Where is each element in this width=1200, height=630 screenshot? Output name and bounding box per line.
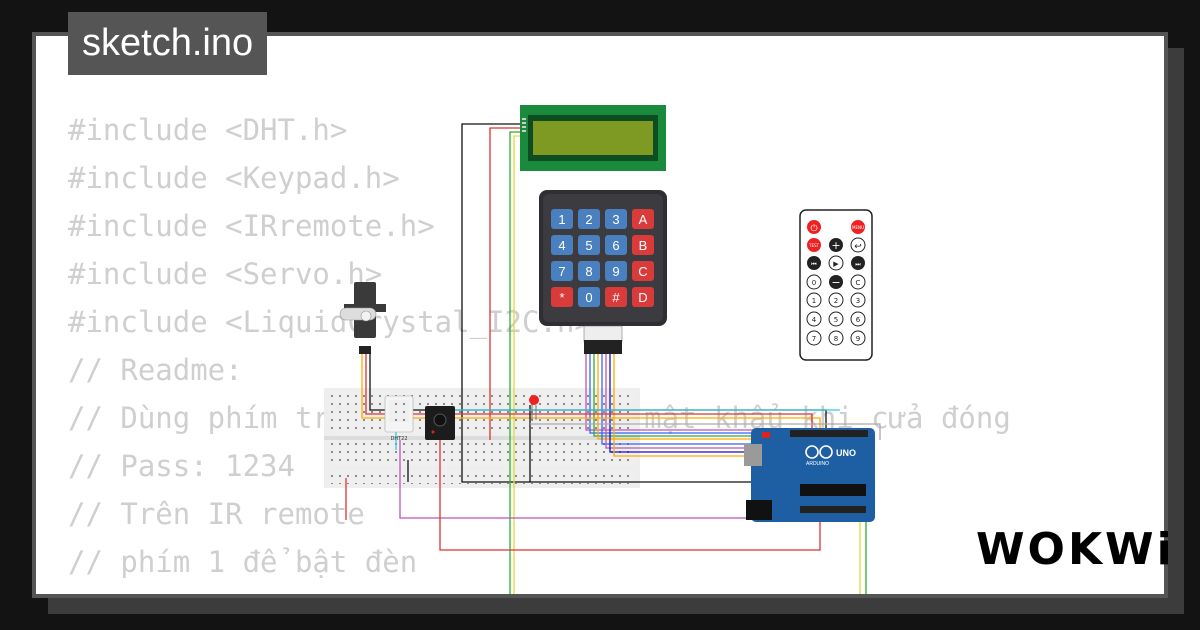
keypad-key: 2 [585,212,592,227]
keypad-key: 0 [585,290,592,305]
keypad-key: * [559,290,564,305]
wokwi-logo: WOKWi [976,524,1175,575]
remote-c-label: C [856,279,861,287]
ir-remote: ⏻ MENU TEST + ↩ ⏮ ▶ ⏭ 0 − C 1 2 3 4 5 6 … [799,209,873,361]
code-line: #include <LiquidCrystal_I2C.h> [68,305,592,339]
remote-key: 1 [812,297,816,305]
power-icon: ⏻ [810,223,817,234]
red-led [529,395,539,420]
code-line: #include <DHT.h> [68,113,348,147]
keypad-key: C [638,264,647,279]
keypad-key: 5 [585,238,592,253]
code-line: #include <IRremote.h> [68,209,435,243]
keypad-buttons: 1 2 3 A 4 5 6 B 7 8 9 C * 0 # D [551,209,654,307]
arduino-uno-board: UNO ARDUINO [744,428,875,522]
keypad-key: 3 [612,212,619,227]
remote-test-label: TEST [808,243,820,248]
minus-icon: − [831,276,840,289]
remote-key: 3 [856,297,860,305]
plus-icon: + [831,239,840,252]
keypad-key: 9 [612,264,619,279]
dht22-sensor: DHT22 [384,395,414,442]
remote-key: 6 [856,316,861,324]
code-background: #include <DHT.h> #include <Keypad.h> #incl… [68,106,1011,594]
keypad-key: A [639,212,648,227]
keypad-key: 4 [558,238,565,253]
sketch-title: sketch.ino [68,12,268,75]
arduino-model: UNO [836,448,856,458]
lcd-display [520,105,666,171]
remote-key: 7 [812,335,816,343]
membrane-keypad: 1 2 3 A 4 5 6 B 7 8 9 C * 0 # D [539,190,667,354]
code-line: // phím 2 để tắt đèn [68,586,1011,594]
code-line: // Pass: 1234 [68,449,295,483]
back-icon: ↩ [854,242,862,252]
keypad-key: 6 [612,238,619,253]
remote-key: 8 [834,335,838,343]
fast-forward-icon: ⏭ [855,261,861,268]
arduino-brand: ARDUINO [806,461,829,467]
code-line: // Trên IR remote [68,497,365,531]
code-line: // phím 1 để bật đèn [68,545,418,579]
keypad-key: 8 [585,264,592,279]
breadboard [324,388,640,488]
dht-label: DHT22 [390,436,407,442]
code-line: #include <Keypad.h> [68,161,400,195]
keypad-key: B [639,238,648,253]
remote-menu-label: MENU [852,225,864,230]
keypad-key: D [638,290,647,305]
keypad-key: 1 [558,212,565,227]
remote-key: 4 [812,316,817,324]
keypad-key: # [612,290,620,305]
servo-motor [339,282,386,354]
play-icon: ▶ [833,260,839,268]
remote-key: 2 [834,297,838,305]
remote-key: 9 [856,335,860,343]
code-line: // Readme: [68,353,243,387]
remote-key: 5 [834,316,838,324]
remote-key: 0 [812,279,816,287]
rewind-icon: ⏮ [811,261,817,268]
keypad-key: 7 [558,264,565,279]
code-line: #include <Servo.h> [68,257,383,291]
ir-receiver-module [425,406,455,440]
